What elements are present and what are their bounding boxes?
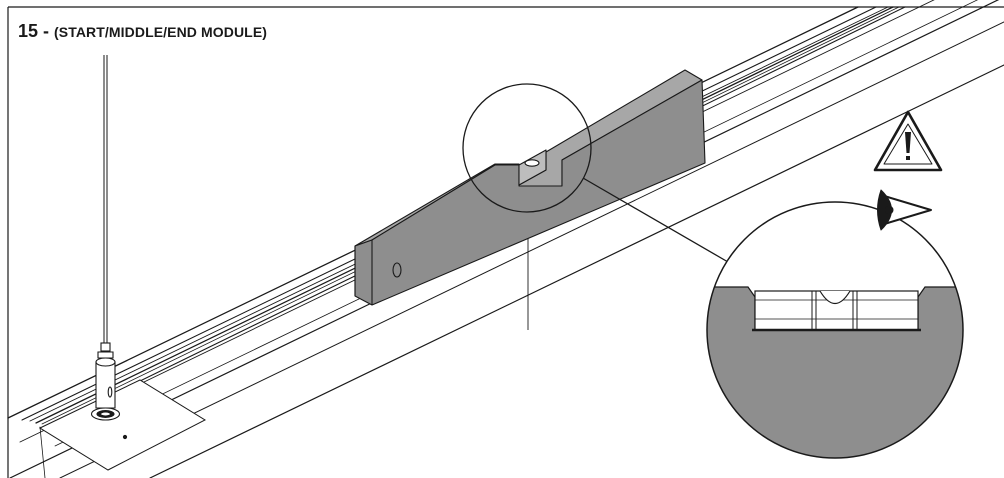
mounting-plate (38, 379, 207, 471)
magnifier-circle (462, 83, 729, 263)
zoom-detail (707, 202, 963, 458)
zoom-detail-outline (706, 201, 964, 459)
step-label: (START/MIDDLE/END MODULE) (54, 24, 268, 40)
level-bubble (819, 290, 851, 305)
step-heading: 15 - (START/MIDDLE/END MODULE) (18, 22, 267, 41)
suspension-cable (103, 55, 108, 345)
step-number: 15 (18, 21, 39, 41)
eye-icon (877, 189, 932, 231)
spirit-level (354, 69, 706, 306)
cable-gripper (90, 342, 121, 421)
spirit-level-front-face (354, 79, 706, 306)
frame-border (7, 6, 1004, 478)
step-separator: - (38, 21, 55, 41)
warning-triangle-icon (873, 110, 943, 172)
